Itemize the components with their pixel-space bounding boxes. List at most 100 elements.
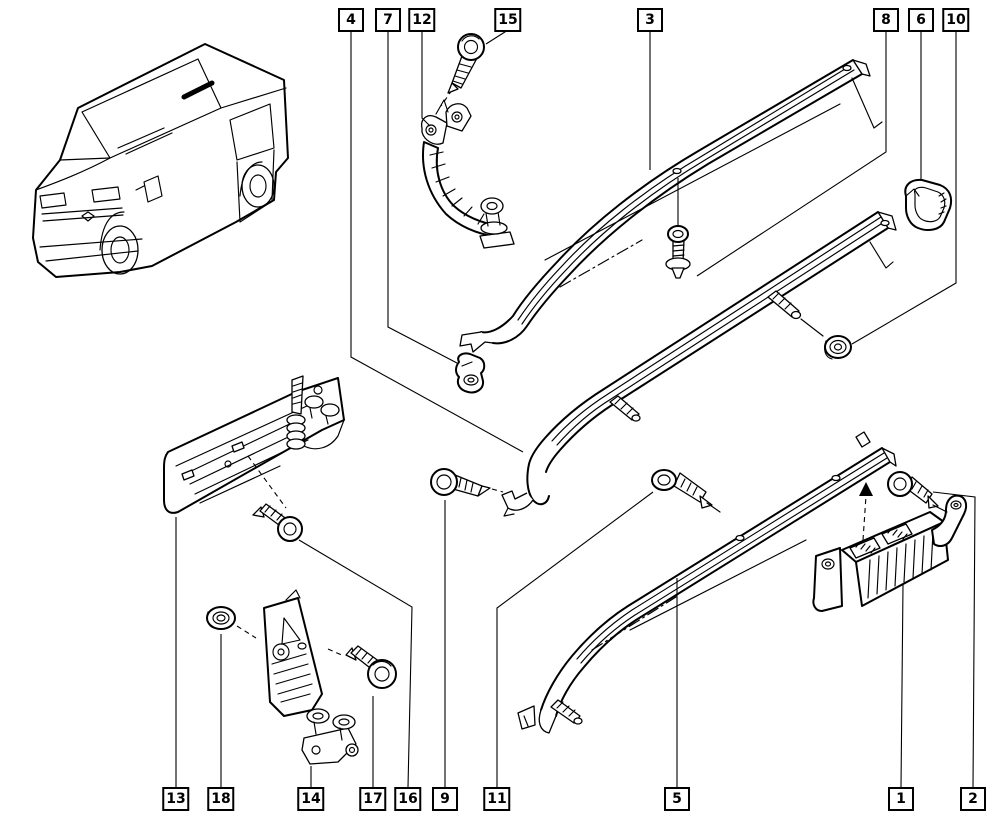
triangle-cutout — [281, 617, 301, 645]
part-number-label: 8 — [881, 12, 891, 28]
door-edge-reference — [544, 103, 841, 261]
callout-leader-lines — [175, 29, 976, 788]
door-edge-reference — [629, 539, 807, 631]
part-5-lower-rail — [517, 431, 897, 734]
part-number-callout-7: 7 — [375, 8, 401, 32]
part-3-upper-rail — [459, 59, 883, 353]
part-number-label: 9 — [440, 791, 450, 807]
rail-front-hook — [459, 331, 494, 353]
part-17-screw — [327, 645, 397, 689]
part-number-callout-16: 16 — [394, 787, 422, 811]
rail-end-tab — [855, 431, 871, 448]
leader-line-10 — [851, 30, 957, 345]
up-arrow — [859, 482, 873, 496]
sliding-door-seams — [236, 149, 275, 223]
part-number-label: 14 — [301, 791, 321, 807]
part-number-label: 1 — [896, 791, 906, 807]
rail-flange — [851, 77, 883, 129]
part-number-label: 18 — [211, 791, 231, 807]
rail-hole — [735, 534, 745, 542]
part-number-callout-13: 13 — [162, 787, 190, 811]
part-number-callout-9: 9 — [432, 787, 458, 811]
leader-line-1 — [900, 584, 904, 788]
wheel-arches — [99, 161, 263, 251]
part-number-callout-8: 8 — [873, 8, 899, 32]
part-number-label: 12 — [412, 12, 432, 28]
headlights — [39, 186, 121, 209]
rail-hole — [842, 64, 852, 72]
leader-line-8 — [696, 30, 887, 277]
part-number-callout-12: 12 — [408, 8, 436, 32]
part-number-callout-14: 14 — [297, 787, 325, 811]
bumper-lines — [39, 238, 143, 262]
leader-line-15 — [485, 29, 509, 45]
roller-unit — [301, 708, 359, 765]
hood-line — [35, 157, 111, 191]
part-6-clip — [904, 178, 953, 231]
windshield — [81, 58, 222, 159]
part-18-nut — [206, 606, 257, 639]
van-body-outline — [32, 43, 289, 278]
rail-hole — [672, 167, 682, 175]
roller-mechanism — [286, 375, 345, 450]
part-number-callout-17: 17 — [359, 787, 387, 811]
part-16-screw — [252, 503, 303, 542]
part-number-label: 3 — [645, 12, 655, 28]
rail-front-hook — [538, 709, 557, 734]
rail-tip-stud — [550, 699, 583, 725]
part-number-label: 17 — [363, 791, 383, 807]
bracket-right-arm — [931, 494, 968, 547]
part-4-centre-rail — [501, 211, 897, 517]
part-8-screw — [665, 178, 691, 279]
part-number-callout-11: 11 — [483, 787, 511, 811]
rail-hole — [831, 474, 841, 482]
part-number-label: 11 — [487, 791, 507, 807]
part-number-label: 5 — [672, 791, 682, 807]
part-number-callout-4: 4 — [338, 8, 364, 32]
part-number-callout-5: 5 — [664, 787, 690, 811]
leader-line-7 — [387, 30, 458, 364]
part-number-label: 2 — [968, 791, 978, 807]
rail-stud — [609, 395, 641, 422]
part-number-label: 16 — [398, 791, 418, 807]
part-13-bracket — [163, 375, 345, 514]
part-9-screw — [430, 468, 504, 497]
part-number-label: 10 — [946, 12, 966, 28]
part-number-label: 7 — [383, 12, 393, 28]
part-10-nut — [824, 335, 852, 360]
roof-rail-mark — [181, 80, 215, 100]
part-2-screw — [887, 471, 948, 513]
part-number-callout-6: 6 — [908, 8, 934, 32]
wiper-lines — [117, 127, 173, 155]
part-14-front-bracket — [263, 589, 359, 765]
part-number-callout-1: 1 — [888, 787, 914, 811]
part-7-guide-stop — [455, 352, 486, 394]
leader-line-16 — [298, 539, 413, 788]
part-number-callout-10: 10 — [942, 8, 970, 32]
rubber-pad — [881, 523, 913, 545]
arm-stud-bolt — [480, 197, 508, 235]
bracket-front-face — [855, 521, 949, 607]
part-number-label: 6 — [916, 12, 926, 28]
part-number-label: 13 — [166, 791, 186, 807]
part-number-label: 4 — [346, 12, 356, 28]
part-15-screw — [440, 33, 485, 107]
rail-stud — [767, 290, 824, 337]
leader-line-12 — [421, 30, 431, 127]
part-number-callout-2: 2 — [960, 787, 986, 811]
part-12-check-arm — [421, 99, 515, 249]
van-illustration — [32, 43, 289, 278]
rail-front-hook — [501, 490, 534, 511]
part-11-screw — [651, 469, 721, 513]
part-number-callout-18: 18 — [207, 787, 235, 811]
leader-line-4 — [350, 30, 524, 453]
part-number-label: 15 — [498, 12, 518, 28]
bracket-left-flange — [812, 547, 843, 612]
front-wheel — [101, 225, 139, 275]
side-window — [229, 103, 275, 161]
grille-bars — [41, 207, 124, 222]
leader-line-2 — [932, 491, 976, 788]
part-number-callout-3: 3 — [637, 8, 663, 32]
